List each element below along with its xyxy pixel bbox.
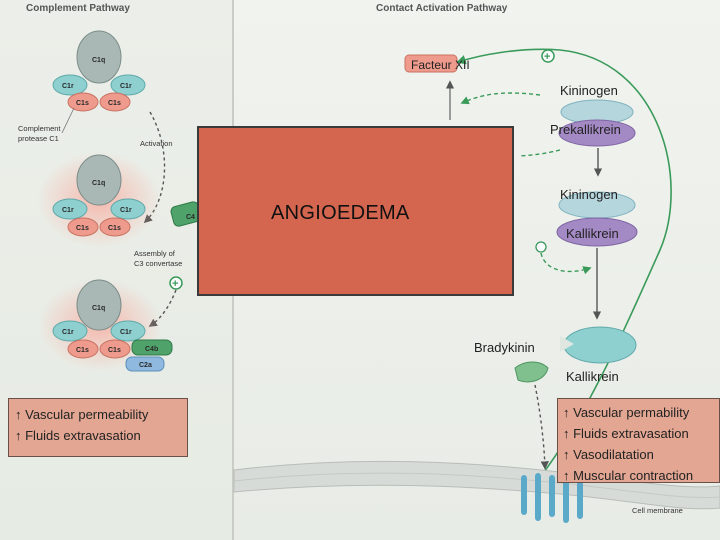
effect-fluids-extravasation: ↑ Fluids extravasation — [15, 428, 141, 443]
protease-pointer — [61, 107, 75, 134]
effect-vasodilatation: ↑ Vasodilatation — [563, 447, 654, 462]
svg-text:C1s: C1s — [108, 100, 121, 107]
c1-complex-1: C1q C1r C1r C1s C1s — [52, 30, 146, 112]
prekallikrein-shape — [558, 119, 636, 147]
svg-text:C1r: C1r — [120, 83, 132, 90]
svg-text:+: + — [544, 51, 550, 63]
complement-effects-box: ↑ Vascular permeability ↑ Fluids extrava… — [8, 398, 188, 457]
svg-text:C1r: C1r — [62, 329, 74, 336]
effect-vascular-permability: ↑ Vascular permability — [563, 405, 690, 420]
kallikrein-loop-dashed — [540, 252, 592, 275]
facteur-xii-label: Facteur XII — [411, 58, 470, 72]
facteur-xii-shape — [404, 54, 458, 73]
complement-header: Complement Pathway — [26, 3, 130, 14]
svg-text:C1r: C1r — [62, 83, 74, 90]
svg-text:C1s: C1s — [76, 347, 89, 354]
kallikrein-bottom-shape — [563, 326, 637, 364]
contact-header: Contact Activation Pathway — [376, 3, 508, 14]
effect-muscular-contraction: ↑ Muscular contraction — [563, 468, 694, 483]
membrane-midline — [233, 472, 720, 499]
plus-contact — [541, 49, 555, 63]
svg-text:+: + — [172, 278, 178, 290]
c1-complex-2: C1q C1r C1r C1s C1s — [52, 154, 146, 237]
assembly-label-2: C3 convertase — [134, 259, 182, 268]
kallikrein-bottom-label: Kallikrein — [566, 369, 619, 384]
kininogen-top-label: Kininogen — [560, 83, 618, 98]
plus-complement — [169, 276, 183, 290]
prekallikrein-label: Prekallikrein — [550, 122, 621, 137]
kallikrein-mid-shape — [556, 217, 638, 247]
assembly-label-1: Assembly of — [134, 249, 176, 258]
kallikrein-mid-label: Kallikrein — [566, 226, 619, 241]
bradykinin-peptide — [514, 361, 549, 383]
protease-label-2: protease C1 — [18, 134, 59, 143]
cleavage-notch — [560, 336, 574, 352]
activation-arrow — [143, 111, 166, 224]
kininogen-dashed-arrow — [460, 92, 541, 105]
cell-membrane-label: Cell membrane — [632, 506, 683, 515]
svg-text:C1r: C1r — [62, 207, 74, 214]
bradykinin-effects-box: ↑ Vascular permability ↑ Fluids extravas… — [557, 398, 720, 483]
svg-text:C1s: C1s — [76, 100, 89, 107]
svg-text:C1r: C1r — [120, 329, 132, 336]
kininogen-mid-label: Kininogen — [560, 187, 618, 202]
protease-label-1: Complement — [18, 124, 61, 133]
activation-label: Activation — [140, 139, 173, 148]
effect-fluids-extravasation-right: ↑ Fluids extravasation — [563, 426, 689, 441]
svg-text:C2a: C2a — [139, 362, 152, 369]
c4-partial-label: C4 — [186, 214, 195, 221]
svg-text:C1q: C1q — [92, 180, 105, 187]
prekallikrein-dashed — [519, 149, 561, 157]
effect-vascular-permeability: ↑ Vascular permeability — [15, 407, 149, 422]
bradykinin-label: Bradykinin — [474, 340, 535, 355]
feedback-loop-arrow — [456, 48, 672, 491]
svg-text:C1q: C1q — [92, 57, 105, 64]
bradykinin-receptor — [521, 473, 583, 523]
svg-text:C1s: C1s — [76, 225, 89, 232]
plus-small — [535, 241, 547, 253]
svg-text:C1s: C1s — [108, 225, 121, 232]
bradykinin-arrow — [534, 384, 549, 470]
c1-complex-3: C1q C1r C1r C1s C1s C4b C2a — [52, 279, 173, 372]
svg-text:C1r: C1r — [120, 207, 132, 214]
angioedema-label: ANGIOEDEMA — [271, 202, 410, 224]
svg-text:C4b: C4b — [145, 346, 158, 353]
svg-text:C1s: C1s — [108, 347, 121, 354]
angioedema-box: ANGIOEDEMA — [197, 126, 514, 296]
svg-text:C1q: C1q — [92, 305, 105, 312]
